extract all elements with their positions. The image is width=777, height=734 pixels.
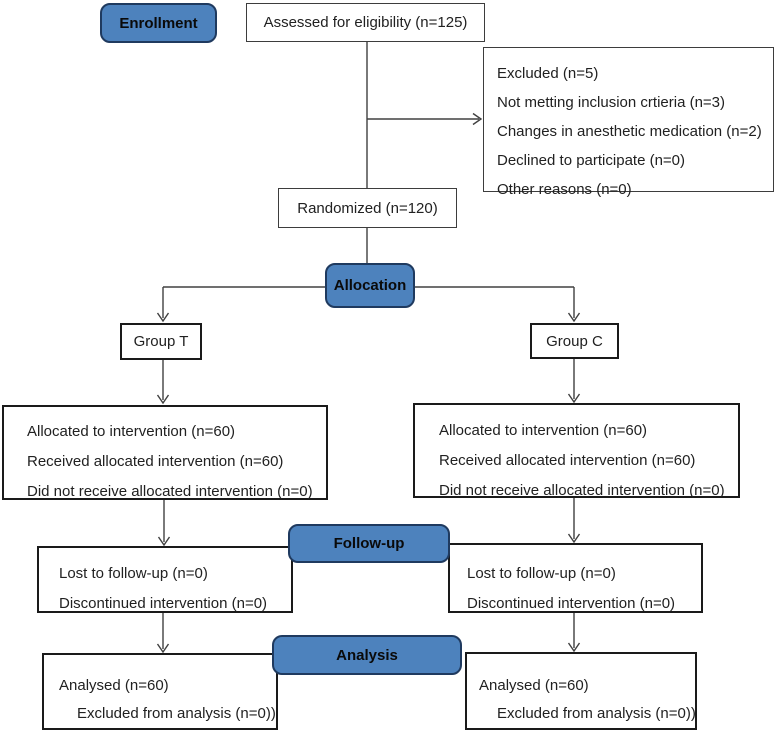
excluded-line: Not metting inclusion crtieria (n=3) [497,94,726,111]
stage-followup: Follow-up [288,524,450,563]
arrow-to-group-t [156,287,170,323]
box-allocation-group-c: Allocated to intervention (n=60) Receive… [413,403,740,499]
allocation-line: Received allocated intervention (n=60) [27,453,284,470]
box-analysis-group-t: Analysed (n=60) Excluded from analysis (… [42,653,278,730]
box-allocation-group-t: Allocated to intervention (n=60) Receive… [2,405,328,500]
stage-enrollment-label: Enrollment [119,14,198,32]
group-c-text: Group C [546,332,603,350]
followup-line: Lost to follow-up (n=0) [467,565,616,582]
box-followup-group-t: Lost to follow-up (n=0) Discontinued int… [37,546,293,613]
box-followup-group-c: Lost to follow-up (n=0) Discontinued int… [448,543,703,613]
arrow-followup-to-analysis-left [156,613,170,654]
stage-analysis-label: Analysis [336,646,398,664]
stage-analysis: Analysis [272,635,462,675]
excluded-line: Other reasons (n=0) [497,181,632,198]
box-group-c: Group C [530,323,619,359]
allocation-line: Did not receive allocated intervention (… [439,482,725,499]
assessed-eligibility-text: Assessed for eligibility (n=125) [263,14,468,31]
analysis-line: Excluded from analysis (n=0)) [77,705,276,722]
box-group-t: Group T [120,323,202,360]
arrow-group-t-to-allocated [156,360,170,405]
excluded-line: Declined to participate (n=0) [497,152,686,169]
box-randomized: Randomized (n=120) [278,188,457,228]
stage-enrollment: Enrollment [100,3,217,43]
box-analysis-group-c: Analysed (n=60) Excluded from analysis (… [465,652,697,730]
analysis-line: Analysed (n=60) [479,677,589,694]
arrow-followup-to-analysis-right [567,613,581,653]
followup-line: Discontinued intervention (n=0) [467,595,676,612]
analysis-line: Excluded from analysis (n=0)) [497,705,696,722]
box-assessed-eligibility: Assessed for eligibility (n=125) [246,3,485,42]
arrow-group-c-to-allocated [567,359,581,404]
followup-line: Discontinued intervention (n=0) [59,595,268,612]
arrow-to-excluded [367,112,483,126]
stage-followup-label: Follow-up [333,535,405,552]
allocation-line: Received allocated intervention (n=60) [439,452,696,469]
box-excluded: Excluded (n=5) Not metting inclusion crt… [483,47,774,198]
arrow-allocated-to-followup-right [567,498,581,544]
analysis-line: Analysed (n=60) [59,677,169,694]
followup-line: Lost to follow-up (n=0) [59,565,208,582]
allocation-line: Allocated to intervention (n=60) [27,423,236,440]
excluded-line: Excluded (n=5) [497,65,599,82]
allocation-line: Allocated to intervention (n=60) [439,422,648,439]
randomized-text: Randomized (n=120) [297,199,438,217]
arrow-allocated-to-followup-left [157,500,171,547]
stage-allocation-label: Allocation [333,277,407,294]
group-t-text: Group T [133,333,189,350]
excluded-line: Changes in anesthetic medication (n=2) [497,123,762,140]
arrow-to-group-c [567,287,581,323]
allocation-line: Did not receive allocated intervention (… [27,483,313,500]
stage-allocation: Allocation [325,263,415,308]
